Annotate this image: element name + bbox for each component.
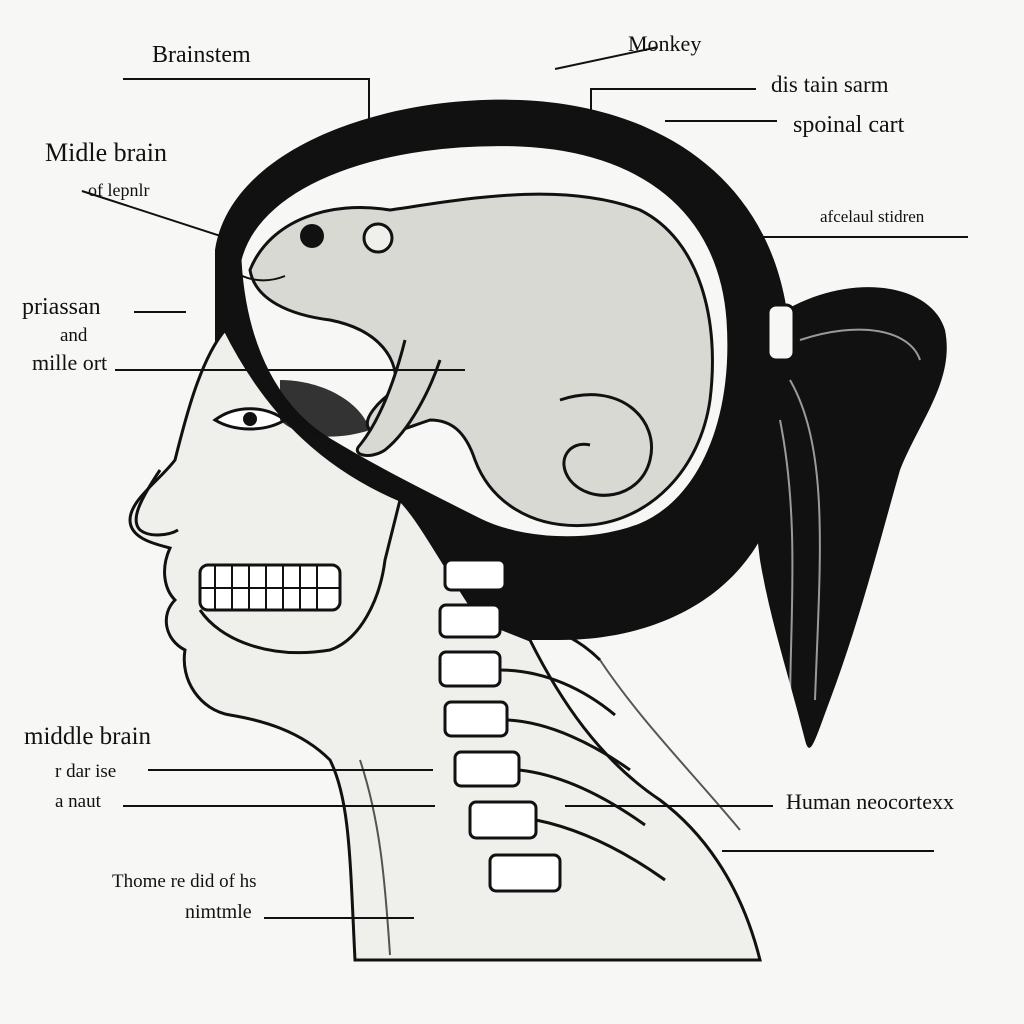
- leader-brainstem-v: [368, 78, 370, 122]
- label-thome-did: Thome re did of hs: [112, 871, 257, 892]
- leader-r-dar-ise: [148, 769, 433, 771]
- teeth: [198, 563, 342, 612]
- label-a-naut: a naut: [55, 791, 101, 812]
- label-and: and: [60, 325, 88, 346]
- label-of-lepnlr: of lepnlr: [88, 180, 150, 200]
- monkey-eye: [300, 224, 324, 248]
- monkey-mouth: [239, 274, 286, 282]
- pupil: [243, 412, 257, 426]
- monkey-limb: [356, 339, 442, 457]
- monkey-tail: [559, 393, 653, 497]
- leader-nimtmle: [264, 917, 414, 919]
- label-nimtmle: nimtmle: [185, 901, 252, 923]
- leader-underline: [722, 850, 934, 852]
- label-dis-tain-sarm: dis tain sarm: [771, 72, 889, 97]
- leader-priassan: [134, 311, 186, 313]
- hair-tie: [766, 303, 796, 362]
- monkey-ear: [362, 222, 394, 254]
- label-mille-ort: mille ort: [32, 350, 108, 375]
- leader-spoinal-cart: [665, 120, 777, 122]
- nose: [134, 469, 179, 537]
- label-middle-brain-lower: middle brain: [24, 723, 152, 750]
- spine: [438, 558, 666, 893]
- leader-a-naut: [123, 805, 435, 807]
- eye-socket: [280, 380, 370, 437]
- jaw: [198, 499, 402, 655]
- label-spoinal-cart: spoinal cart: [793, 112, 905, 138]
- label-middle-brain-top: Midle brain: [45, 138, 168, 167]
- leader-mille-ort: [115, 369, 465, 371]
- label-priassan: priassan: [22, 294, 101, 320]
- leader-dis-tain-sarm: [590, 88, 756, 90]
- label-monkey: Monkey: [628, 31, 702, 56]
- label-brainstem: Brainstem: [152, 42, 251, 68]
- leader-brainstem: [123, 78, 369, 80]
- leader-human-neocortex: [565, 805, 773, 807]
- leader-afcelaul: [760, 236, 968, 238]
- ponytail-strands: [779, 328, 921, 711]
- label-r-dar-ise: r dar ise: [55, 761, 117, 782]
- neck-lines: [359, 659, 741, 956]
- label-human-neocortex: Human neocortexx: [786, 789, 954, 814]
- label-afcelaul-stidren: afcelaul stidren: [820, 207, 925, 226]
- leader-dis-tain-sarm-v: [590, 88, 592, 126]
